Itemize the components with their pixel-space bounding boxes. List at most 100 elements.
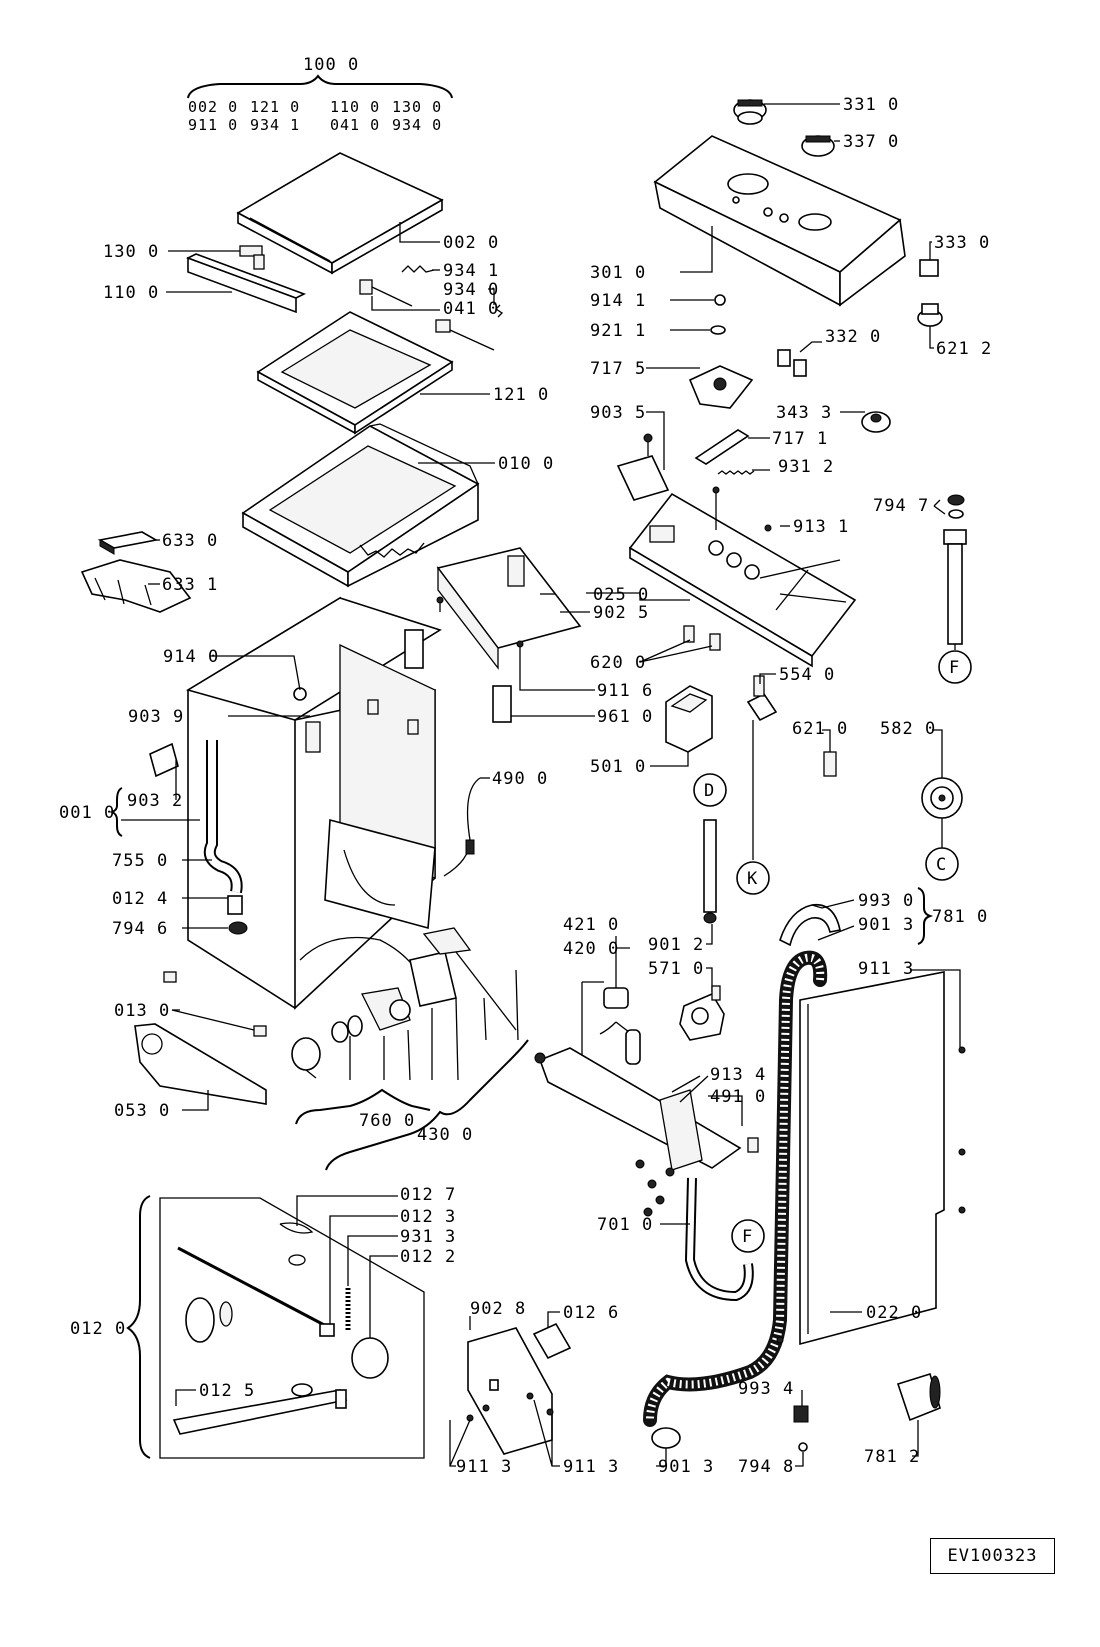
label-903-5: 903 5 (590, 403, 646, 423)
connector-f-bottom-label: F (742, 1227, 753, 1247)
label-001-0: 001 0 (59, 803, 115, 823)
label-911-3c: 911 3 (563, 1457, 619, 1477)
part-633-1 (80, 559, 192, 613)
connector-c (925, 847, 959, 881)
label-931-2: 931 2 (778, 457, 834, 477)
assembly-parts-list: 002 0 121 0 110 0 130 0 911 0 934 1 041 … (188, 98, 442, 134)
part-993-4 (793, 1405, 809, 1423)
label-903-2: 903 2 (127, 791, 183, 811)
label-430-0: 430 0 (417, 1125, 473, 1145)
label-121-0: 121 0 (493, 385, 549, 405)
part-903-2 (149, 742, 179, 778)
label-755-0: 755 0 (112, 851, 168, 871)
connector-f-top-label: F (949, 658, 960, 678)
label-913-1: 913 1 (793, 517, 849, 537)
label-013-0: 013 0 (114, 1001, 170, 1021)
label-901-3a: 901 3 (858, 915, 914, 935)
label-332-0: 332 0 (825, 327, 881, 347)
label-421-0: 421 0 (563, 915, 619, 935)
connector-c-label: C (936, 855, 947, 875)
part-582-0 (921, 777, 963, 819)
label-012-2: 012 2 (400, 1247, 456, 1267)
label-041-0: 041 0 (443, 299, 499, 319)
part-drain-hose-main (643, 950, 828, 1427)
part-921-1 (710, 325, 726, 335)
assembly-part: 110 0 (330, 98, 380, 116)
label-934-1: 934 1 (443, 261, 499, 281)
label-911-6: 911 6 (597, 681, 653, 701)
part-633-0 (97, 531, 159, 555)
label-934-0: 934 0 (443, 280, 499, 300)
label-794-6: 794 6 (112, 919, 168, 939)
part-717-1 (694, 429, 750, 465)
part-front-bar (185, 253, 307, 314)
part-012-6 (532, 1322, 572, 1360)
drawing-code: EV100323 (930, 1538, 1055, 1574)
part-valve-571 (679, 985, 725, 1041)
label-501-0: 501 0 (590, 757, 646, 777)
label-337-0: 337 0 (843, 132, 899, 152)
label-571-0: 571 0 (648, 959, 704, 979)
assembly-part: 911 0 (188, 116, 238, 134)
part-knob-337 (801, 135, 835, 157)
brace-781-0 (917, 887, 934, 945)
part-012-4 (227, 895, 243, 915)
label-914-1: 914 1 (590, 291, 646, 311)
label-633-0: 633 0 (162, 531, 218, 551)
label-012-4: 012 4 (112, 889, 168, 909)
part-spring-931-2 (717, 470, 755, 475)
label-993-0: 993 0 (858, 891, 914, 911)
part-control-panel (653, 135, 906, 307)
connector-d-label: D (704, 781, 715, 801)
label-701-0: 701 0 (597, 1215, 653, 1235)
box-012-0 (159, 1197, 425, 1459)
part-top-frame (256, 311, 454, 435)
label-781-2: 781 2 (864, 1447, 920, 1467)
label-130-0: 130 0 (103, 242, 159, 262)
label-911-3a: 911 3 (858, 959, 914, 979)
part-lock-plate-left (404, 629, 424, 669)
label-914-0: 914 0 (163, 647, 219, 667)
brace-760-0 (295, 1088, 431, 1125)
label-012-3: 012 3 (400, 1207, 456, 1227)
part-rail-bracket (436, 547, 582, 670)
part-hose-bend (779, 903, 841, 947)
label-022-0: 022 0 (866, 1303, 922, 1323)
part-kick-panel (134, 1023, 267, 1105)
part-lock-plate-right (492, 685, 512, 723)
label-911-3b: 911 3 (456, 1457, 512, 1477)
label-621-0: 621 0 (792, 719, 848, 739)
label-012-7: 012 7 (400, 1185, 456, 1205)
label-002-0: 002 0 (443, 233, 499, 253)
part-902-8 (466, 1327, 554, 1455)
part-794-8 (798, 1442, 808, 1452)
label-025-0: 025 0 (593, 585, 649, 605)
part-worktop-lid (236, 152, 444, 275)
part-back-panel (776, 971, 966, 1346)
connector-d (693, 773, 727, 807)
assembly-part: 002 0 (188, 98, 238, 116)
part-794-7 (943, 494, 967, 645)
part-rod-d (703, 819, 717, 913)
label-921-1: 921 1 (590, 321, 646, 341)
assembly-part: 130 0 (392, 98, 442, 116)
part-501-0 (665, 685, 713, 753)
label-781-0: 781 0 (932, 907, 988, 927)
label-717-1: 717 1 (772, 429, 828, 449)
label-901-2: 901 2 (648, 935, 704, 955)
label-554-0: 554 0 (779, 665, 835, 685)
part-013-0-b (253, 1025, 267, 1037)
part-pump-group (291, 927, 472, 1071)
part-tub-top (241, 423, 480, 588)
part-332-0 (777, 349, 807, 377)
label-633-1: 633 1 (162, 575, 218, 595)
part-914-1 (714, 294, 726, 306)
label-301-0: 301 0 (590, 263, 646, 283)
label-333-0: 333 0 (934, 233, 990, 253)
label-012-0: 012 0 (70, 1319, 126, 1339)
part-control-base (628, 486, 857, 668)
label-012-6: 012 6 (563, 1303, 619, 1323)
label-902-5: 902 5 (593, 603, 649, 623)
label-760-0: 760 0 (359, 1111, 415, 1131)
